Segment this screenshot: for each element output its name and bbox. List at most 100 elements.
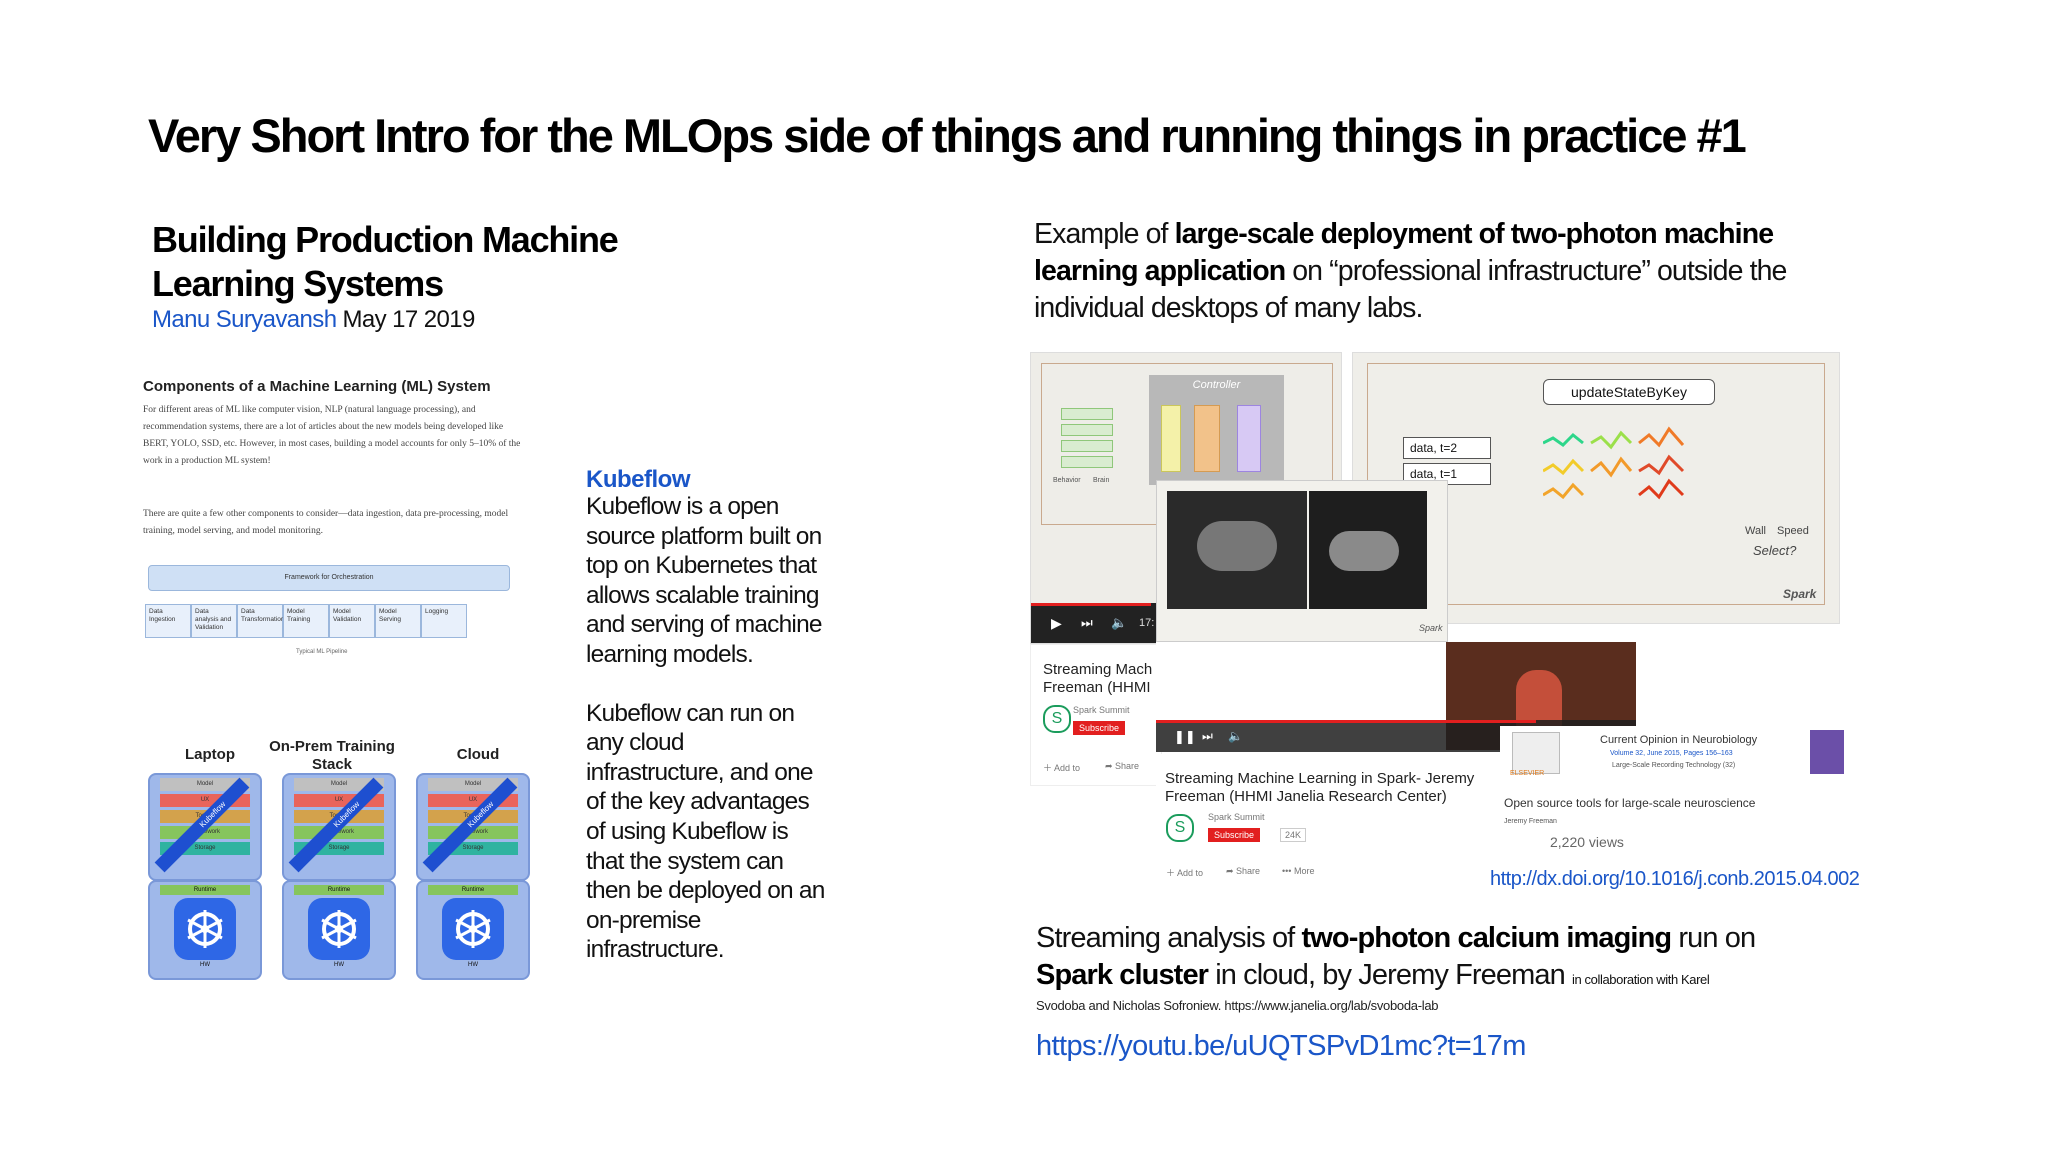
video-panel-left xyxy=(1167,491,1307,609)
pipeline-cell: Data analysis and Validation xyxy=(191,604,237,638)
view-count: 2,220 views xyxy=(1550,834,1624,850)
volume-icon[interactable]: 🔈 xyxy=(1228,729,1243,743)
doi-link[interactable]: http://dx.doi.org/10.1016/j.conb.2015.04… xyxy=(1490,868,1860,890)
block-orange xyxy=(1194,405,1220,472)
next-icon[interactable]: ⏭ xyxy=(1202,729,1213,743)
kubeflow-heading: Kubeflow xyxy=(586,466,691,493)
video2-subscribe-button[interactable]: Subscribe xyxy=(1208,828,1261,842)
publish-date: May 17 2019 xyxy=(342,306,476,333)
video1-add-label: Add to xyxy=(1054,763,1081,773)
journal-card: ELSEVIER Current Opinion in Neurobiology… xyxy=(1500,726,1850,856)
video2-more-button[interactable]: ••• More xyxy=(1282,866,1315,876)
elsevier-logo xyxy=(1512,732,1560,774)
select-label: Select? xyxy=(1753,543,1797,558)
orchestration-frame: Framework for Orchestration xyxy=(148,565,510,591)
video2-channel[interactable]: Spark Summit xyxy=(1208,812,1265,822)
caption-small: in collaboration with Karel xyxy=(1572,972,1710,987)
player-time: 17: xyxy=(1139,617,1155,629)
stack-label-laptop: Laptop xyxy=(185,746,235,763)
video2-add-button[interactable]: ＋ Add to xyxy=(1166,868,1204,878)
journal-volume: Volume 32, June 2015, Pages 156–163 xyxy=(1610,750,1733,757)
kubeflow-body: Kubeflow is a open source platform built… xyxy=(586,492,826,965)
pipeline-cell: Model Training xyxy=(283,604,329,638)
caption-mid-2: in cloud, by Jeremy Freeman xyxy=(1208,959,1573,991)
data-stack xyxy=(1061,408,1113,470)
controller-label: Controller xyxy=(1192,379,1241,391)
video1-subscribe-button[interactable]: Subscribe xyxy=(1073,721,1126,735)
video2-share-button[interactable]: ➦ Share xyxy=(1226,866,1261,876)
author-link[interactable]: Manu Suryavansh xyxy=(152,306,337,333)
spark-logo-small: Spark xyxy=(1419,623,1443,633)
volume-icon[interactable]: 🔈 xyxy=(1111,615,1128,630)
next-icon[interactable]: ⏭ xyxy=(1081,615,1093,630)
pipeline-cell: Data Transformation xyxy=(237,604,284,638)
k8s-block-onprem: Runtime HW xyxy=(282,880,396,980)
video2-more-label: More xyxy=(1293,866,1315,876)
video1-title[interactable]: Streaming Mach Freeman (HHMI xyxy=(1043,661,1153,696)
paper-author: Jeremy Freeman xyxy=(1504,818,1557,825)
right-intro: Example of large-scale deployment of two… xyxy=(1034,216,1834,327)
data-bar xyxy=(1061,424,1113,436)
credit-line: Svodoba and Nicholas Sofroniew. https://… xyxy=(1036,998,1439,1013)
k8s-block-laptop: Runtime HW xyxy=(148,880,262,980)
block-yellow xyxy=(1161,405,1181,472)
intro-pre: Example of xyxy=(1034,218,1175,250)
journal-cover xyxy=(1810,730,1844,774)
book-title-line2: Learning Systems xyxy=(152,263,444,304)
layer-hw: HW xyxy=(334,962,344,968)
k8s-block-cloud: Runtime HW xyxy=(416,880,530,980)
intro-post: on “professional infrastructure” outside… xyxy=(1034,255,1787,324)
mouse-shape xyxy=(1329,531,1399,571)
spark-summit-logo: S xyxy=(1166,814,1194,842)
data-bar xyxy=(1061,440,1113,452)
video-panel-right xyxy=(1309,491,1427,609)
spark-summit-logo: S xyxy=(1043,705,1071,733)
behavior-video-frame: Spark xyxy=(1156,480,1448,642)
player-progress xyxy=(1156,720,1536,723)
pipeline-cell: Model Serving xyxy=(375,604,421,638)
youtube-link[interactable]: https://youtu.be/uUQTSPvD1mc?t=17m xyxy=(1036,1030,1526,1062)
speed-label: Speed xyxy=(1777,525,1809,537)
pipeline-cell: Model Validation xyxy=(329,604,375,638)
video2-add-label: Add to xyxy=(1177,868,1204,878)
layer-runtime: Runtime xyxy=(428,885,518,895)
speaker-video[interactable]: ❚❚ ⏭ 🔈 xyxy=(1156,642,1636,752)
video1-channel[interactable]: Spark Summit xyxy=(1073,705,1130,715)
pipeline-cell: Logging xyxy=(421,604,467,638)
pipeline-row: Data Ingestion Data analysis and Validat… xyxy=(145,604,467,638)
trace-plot xyxy=(1543,426,1685,500)
play-icon[interactable]: ▶ xyxy=(1051,615,1062,631)
video1-share-button[interactable]: ➦ Share xyxy=(1105,761,1140,771)
journal-issue: Large-Scale Recording Technology (32) xyxy=(1612,762,1736,769)
video2-share-label: Share xyxy=(1236,866,1261,876)
publisher-label: ELSEVIER xyxy=(1510,770,1545,777)
pipeline-caption: Typical ML Pipeline xyxy=(296,649,348,655)
controller-box: Controller xyxy=(1149,375,1284,485)
paper-title[interactable]: Open source tools for large-scale neuros… xyxy=(1504,796,1756,810)
video1-add-button[interactable]: ＋ Add to xyxy=(1043,763,1081,773)
stack-label-onprem: On-Prem Training Stack xyxy=(269,738,395,773)
book-title-line1: Building Production Machine xyxy=(152,219,619,260)
kubernetes-icon xyxy=(174,898,236,960)
book-title: Building Production Machine Learning Sys… xyxy=(152,218,619,306)
brain-label: Brain xyxy=(1093,477,1110,484)
video2-title[interactable]: Streaming Machine Learning in Spark- Jer… xyxy=(1165,770,1475,805)
pipeline-cell: Data Ingestion xyxy=(145,604,191,638)
data-t2-box: data, t=2 xyxy=(1403,437,1491,459)
block-purple xyxy=(1237,405,1261,472)
video1-share-label: Share xyxy=(1115,761,1140,771)
journal-name: Current Opinion in Neurobiology xyxy=(1600,734,1758,746)
data-bar xyxy=(1061,456,1113,468)
streaming-caption: Streaming analysis of two-photon calcium… xyxy=(1036,920,1896,998)
player-progress xyxy=(1031,603,1151,606)
layer-hw: HW xyxy=(468,962,478,968)
pause-icon[interactable]: ❚❚ xyxy=(1174,729,1196,744)
spark-logo: Spark xyxy=(1783,587,1817,601)
kubeflow-paragraph-2: Kubeflow can run on any cloud infrastruc… xyxy=(586,699,825,964)
article-paragraph-2: There are quite a few other components t… xyxy=(143,509,509,536)
caption-bold-1: two-photon calcium imaging xyxy=(1301,922,1673,954)
kubeflow-paragraph-1: Kubeflow is a open source platform built… xyxy=(586,493,823,668)
video1-info: Streaming Mach Freeman (HHMI S Spark Sum… xyxy=(1030,644,1162,786)
subscriber-count: 24K xyxy=(1280,828,1307,842)
caption-mid-1: run on xyxy=(1671,922,1756,954)
